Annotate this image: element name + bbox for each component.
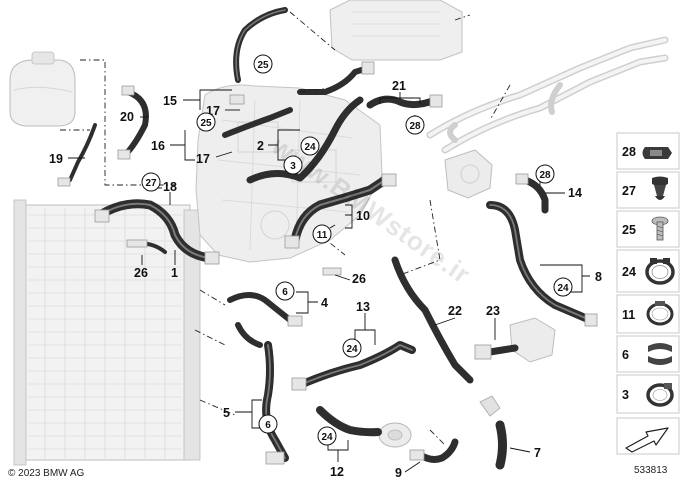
legend-row-6: 6 [616,335,680,373]
callout-4: 4 [321,296,328,310]
spring-clamp-icon [645,258,675,285]
diagram-id: 533813 [634,465,668,476]
svg-text:28: 28 [409,121,421,132]
callout-1: 1 [171,266,178,280]
callout-5: 5 [223,406,230,420]
direction-arrow-icon [625,427,669,453]
callout-20: 20 [120,110,134,124]
callout-22: 22 [448,304,462,318]
circled-28b: 28 [535,164,555,184]
ghost-pipes [426,36,669,154]
aux-pump [378,422,412,448]
clamp-pair-icon [648,343,672,365]
copyright-text: © 2023 BMW AG [8,468,85,479]
svg-text:28: 28 [622,145,636,159]
svg-text:6: 6 [265,420,271,431]
legend-row-3: 3 [616,374,680,414]
callout-18: 18 [163,180,177,194]
direction-arrow-box [616,417,680,455]
callout-15: 15 [163,94,177,108]
circled-25b: 25 [196,112,216,132]
callout-17b: 17 [196,152,210,166]
circled-callouts: 25 25 24 3 27 11 28 28 6 24 24 6 24 [141,54,573,446]
svg-text:11: 11 [317,230,328,241]
circled-24b: 24 [553,277,573,297]
svg-text:11: 11 [622,308,635,322]
legend-row-25: 25 [616,210,680,248]
circled-24c: 24 [342,338,362,358]
svg-text:27: 27 [622,184,636,198]
callout-23: 23 [486,304,500,318]
fittings [57,61,598,465]
callout-10: 10 [356,209,370,223]
callout-7: 7 [534,446,541,460]
svg-text:24: 24 [346,344,358,355]
callout-14: 14 [568,186,582,200]
callout-16: 16 [151,139,165,153]
legend-row-24: 24 [616,249,680,293]
callout-19: 19 [49,152,63,166]
callout-8: 8 [595,270,602,284]
circled-24d: 24 [317,426,337,446]
circled-28a: 28 [405,115,425,135]
svg-text:3: 3 [622,388,629,402]
circled-24a: 24 [300,136,320,156]
radiator [13,199,201,466]
svg-text:24: 24 [622,265,636,279]
leader-lines [68,89,590,473]
callout-2: 2 [257,139,264,153]
circled-6b: 6 [258,414,278,434]
svg-text:27: 27 [145,178,157,189]
legend-row-28: 28 [616,132,680,170]
circled-27: 27 [141,172,161,192]
hoses [68,7,594,470]
band-clamp-icon [646,383,674,407]
legend-row-11: 11 [616,294,680,334]
svg-text:24: 24 [557,283,569,294]
callout-26b: 26 [352,272,366,286]
svg-text:6: 6 [282,287,288,298]
svg-text:24: 24 [321,432,333,443]
svg-text:25: 25 [257,60,269,71]
callout-9: 9 [395,466,402,480]
callout-13: 13 [356,300,370,314]
callout-12: 12 [330,465,344,479]
svg-text:24: 24 [304,142,316,153]
legend-row-27: 27 [616,171,680,209]
svg-text:6: 6 [622,348,629,362]
expansion-tank [9,51,76,127]
grommet-icon [652,176,668,200]
coolant-sensor [479,395,501,417]
callout-21: 21 [392,79,406,93]
callout-numbers: 1 2 4 5 7 8 9 10 12 13 14 15 16 17 17 18… [49,79,602,480]
circled-3: 3 [283,155,303,175]
hose-clamp-icon [646,301,674,326]
bolt-icon [651,216,669,241]
circled-25a: 25 [253,54,273,74]
clip-icon [642,147,672,159]
electronic-module [329,0,463,61]
circled-6a: 6 [275,281,295,301]
svg-text:28: 28 [539,170,551,181]
svg-text:25: 25 [200,118,212,129]
thermostat-housing [509,317,556,363]
svg-text:3: 3 [290,161,296,172]
legend: 28 27 25 [616,132,680,455]
svg-text:25: 25 [622,223,636,237]
circled-11: 11 [312,224,332,244]
coolant-pump [444,149,493,199]
callout-26a: 26 [134,266,148,280]
